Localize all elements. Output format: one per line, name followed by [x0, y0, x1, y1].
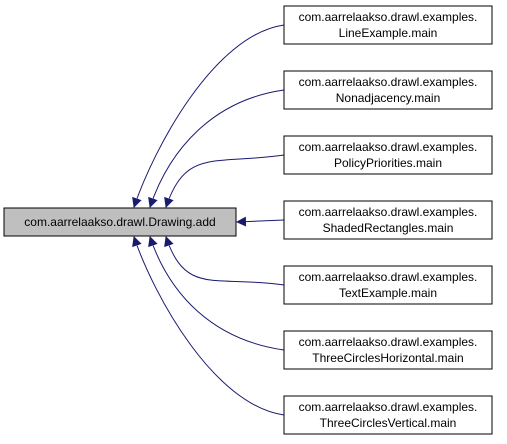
caller-node-box	[283, 135, 493, 175]
call-edge	[148, 236, 285, 351]
caller-node-package: com.aarrelaakso.drawl.examples.	[299, 10, 478, 24]
caller-node[interactable]: com.aarrelaakso.drawl.examples. LineExamp…	[283, 5, 493, 45]
caller-node-method: ThreeCirclesVertical.main	[320, 416, 457, 430]
caller-node[interactable]: com.aarrelaakso.drawl.examples. PolicyPri…	[283, 135, 493, 175]
caller-node-package: com.aarrelaakso.drawl.examples.	[299, 400, 478, 414]
caller-node-package: com.aarrelaakso.drawl.examples.	[299, 270, 478, 284]
caller-node[interactable]: com.aarrelaakso.drawl.examples. ThreeCirc…	[283, 330, 493, 370]
caller-node-box	[283, 200, 493, 240]
caller-nodes-layer: com.aarrelaakso.drawl.examples. LineExamp…	[283, 5, 493, 435]
caller-node-box	[283, 70, 493, 110]
caller-node-package: com.aarrelaakso.drawl.examples.	[299, 75, 478, 89]
edges-layer	[132, 24, 285, 416]
caller-node[interactable]: com.aarrelaakso.drawl.examples. TextExamp…	[283, 265, 493, 305]
caller-node-package: com.aarrelaakso.drawl.examples.	[299, 140, 478, 154]
caller-node-box	[283, 5, 493, 45]
caller-node[interactable]: com.aarrelaakso.drawl.examples. ShadedRec…	[283, 200, 493, 240]
center-node-box	[3, 207, 237, 237]
center-node-drawing-add[interactable]: com.aarrelaakso.drawl.Drawing.add	[3, 207, 237, 237]
call-edge	[132, 24, 285, 208]
caller-node-box	[283, 330, 493, 370]
center-node-label: com.aarrelaakso.drawl.Drawing.add	[24, 215, 215, 229]
caller-node[interactable]: com.aarrelaakso.drawl.examples. ThreeCirc…	[283, 395, 493, 435]
caller-node-box	[283, 265, 493, 305]
caller-node-package: com.aarrelaakso.drawl.examples.	[299, 335, 478, 349]
caller-node-method: TextExample.main	[339, 286, 437, 300]
caller-node-method: PolicyPriorities.main	[334, 156, 442, 170]
caller-node-method: ShadedRectangles.main	[323, 221, 454, 235]
caller-node[interactable]: com.aarrelaakso.drawl.examples. Nonadjace…	[283, 70, 493, 110]
caller-node-box	[283, 395, 493, 435]
caller-node-method: ThreeCirclesHorizontal.main	[312, 351, 463, 365]
caller-node-method: Nonadjacency.main	[336, 91, 441, 105]
caller-node-method: LineExample.main	[339, 26, 438, 40]
call-edge	[164, 154, 285, 208]
caller-node-package: com.aarrelaakso.drawl.examples.	[299, 205, 478, 219]
call-edge	[164, 236, 285, 286]
call-edge	[132, 236, 285, 416]
call-edge	[148, 89, 285, 208]
call-edge	[236, 216, 285, 227]
